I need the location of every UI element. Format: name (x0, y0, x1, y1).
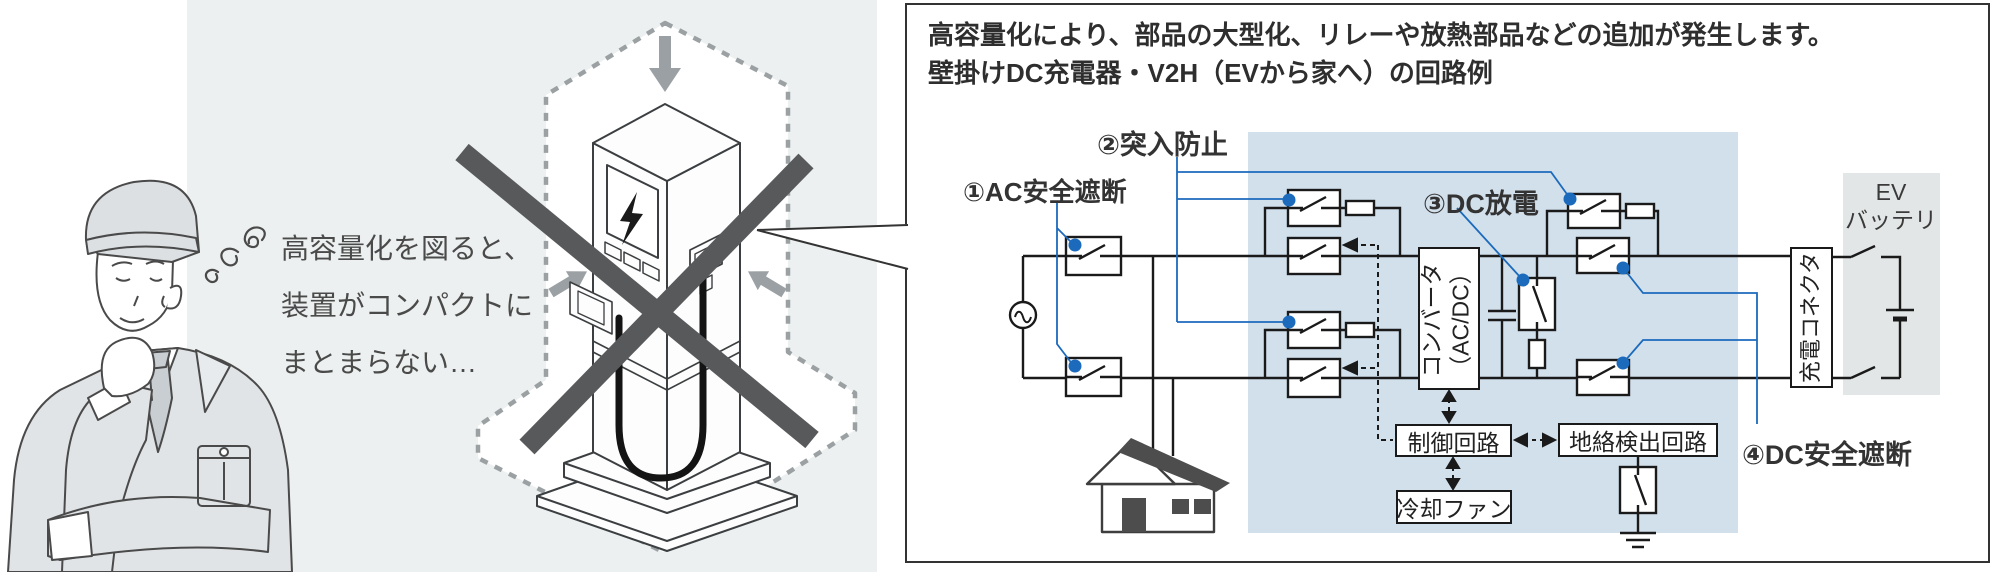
ev-battery-label: EV バッテリ (1841, 178, 1941, 234)
ground-fault-detect-box: 地絡検出回路 (1558, 423, 1718, 457)
label-dc-discharge: ③DC放電 (1423, 189, 1539, 219)
converter-box: コンバータ （AC/DC） (1418, 247, 1480, 390)
charge-connector-label: 充電コネクタ (1798, 251, 1823, 384)
control-circuit-box: 制御回路 (1395, 424, 1512, 457)
label-dc-safety-cutoff: ④DC安全遮断 (1742, 440, 1912, 470)
converter-label-line1: コンバータ (1418, 262, 1445, 378)
panel-title-line1: 高容量化により、部品の大型化、リレーや放熱部品などの追加が発生します。 (928, 20, 1834, 50)
face-icon (95, 251, 174, 332)
tie-icon (145, 359, 173, 453)
ev-battery-label-line2: バッテリ (1845, 207, 1937, 233)
panel-title-line2: 壁掛けDC充電器・V2H（EVから家へ）の回路例 (928, 58, 1493, 88)
ev-battery-label-line1: EV (1875, 179, 1907, 205)
converter-label-line2: （AC/DC） (1447, 261, 1474, 379)
thought-text: 高容量化を図ると、 装置がコンパクトに まとまらない… (281, 220, 533, 391)
cap-icon (84, 179, 200, 263)
thought-line: まとまらない… (281, 347, 478, 378)
panel-title: 高容量化により、部品の大型化、リレーや放熱部品などの追加が発生します。 壁掛けD… (928, 16, 1834, 92)
cooling-fan-box: 冷却ファン (1396, 490, 1512, 524)
label-ac-safety-cutoff: ①AC安全遮断 (963, 177, 1127, 207)
thought-line: 高容量化を図ると、 (281, 233, 532, 264)
thought-line: 装置がコンパクトに (281, 290, 534, 321)
charge-connector-box: 充電コネクタ (1790, 247, 1833, 388)
label-inrush-prevention: ②突入防止 (1097, 130, 1228, 160)
fist-icon (100, 336, 156, 398)
